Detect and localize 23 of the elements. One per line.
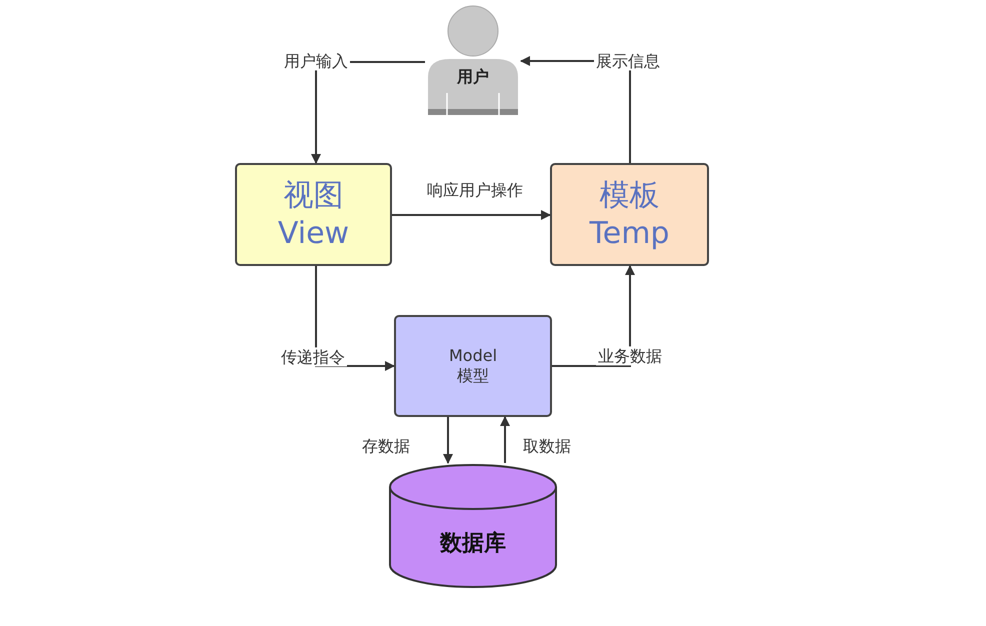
node-label: 模型: [457, 366, 489, 386]
node-label: 数据库: [440, 530, 506, 558]
arrow: [315, 266, 395, 371]
edge-label: 存数据: [360, 436, 412, 456]
edge-label: 响应用户操作: [425, 180, 525, 200]
node-label: View: [278, 214, 350, 252]
edge-label: 传递指令: [279, 347, 347, 367]
process-box: [550, 163, 709, 266]
process-box: [235, 163, 392, 266]
process-box: [394, 315, 552, 417]
edge-label: 用户输入: [282, 51, 350, 71]
edge-label: 业务数据: [596, 346, 664, 366]
edge-label: 取数据: [521, 436, 573, 456]
node-label: Temp: [590, 214, 670, 252]
edge-label: 展示信息: [594, 51, 662, 71]
node-label: Model: [448, 346, 498, 366]
node-label: 模板: [600, 177, 660, 214]
arrow: [392, 210, 551, 220]
node-label: 视图: [284, 177, 344, 214]
arrow: [552, 265, 635, 367]
arrow: [500, 416, 510, 463]
arrow: [443, 417, 453, 464]
node-label: 用户: [457, 67, 489, 87]
